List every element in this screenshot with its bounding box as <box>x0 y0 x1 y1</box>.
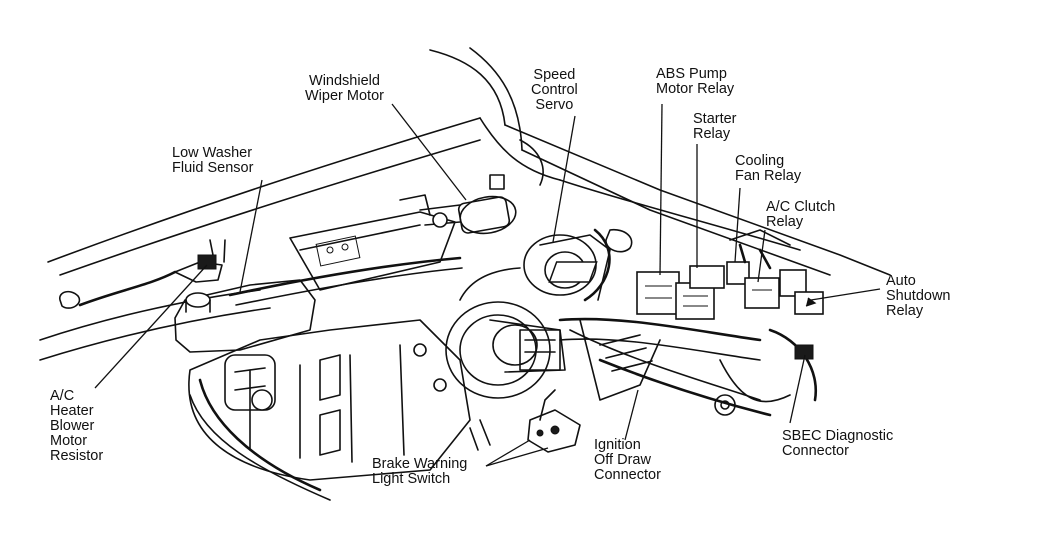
body-outline <box>39 47 891 361</box>
brake-warning-light-switch <box>469 389 581 453</box>
label-starter-relay: Starter Relay <box>693 111 737 142</box>
label-auto-shutdown-relay: Auto Shutdown Relay <box>886 273 951 319</box>
wire-harness <box>189 256 818 501</box>
label-cooling-fan-relay: Cooling Fan Relay <box>735 153 802 184</box>
label-ac-heater-blower-motor-resistor: A/C Heater Blower Motor Resistor <box>50 388 104 464</box>
engine-block <box>188 319 471 481</box>
label-speed-control-servo: Speed Control Servo <box>531 67 578 113</box>
label-ac-clutch-relay: A/C Clutch Relay <box>766 199 836 230</box>
brake-booster <box>445 301 566 399</box>
washer-reservoir <box>174 279 316 353</box>
label-windshield-wiper-motor: Windshield Wiper Motor <box>305 73 384 104</box>
wiper-motor <box>399 174 517 235</box>
cowl-panel <box>289 211 456 291</box>
leader-lines <box>94 103 881 467</box>
label-ignition-off-draw-connector: Ignition Off Draw Connector <box>594 437 661 483</box>
label-abs-pump-motor-relay: ABS Pump Motor Relay <box>656 66 735 97</box>
label-low-washer-fluid-sensor: Low Washer Fluid Sensor <box>172 145 254 176</box>
relay-cluster <box>548 229 824 320</box>
label-sbec-diagnostic-connector: SBEC Diagnostic Connector <box>782 428 894 459</box>
label-brake-warning-light-switch: Brake Warning Light Switch <box>372 456 468 487</box>
